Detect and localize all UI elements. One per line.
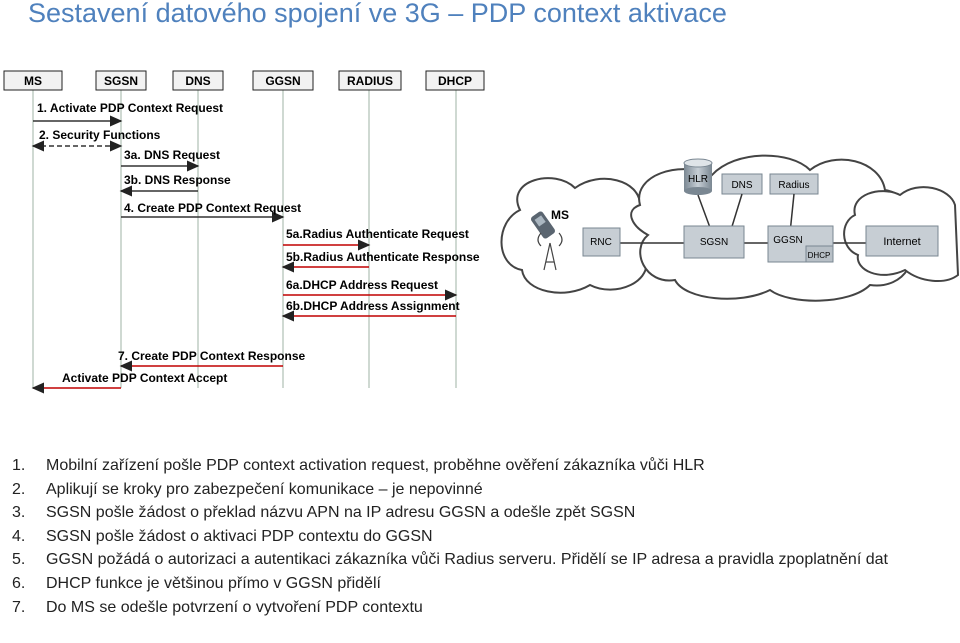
svg-text:DNS: DNS xyxy=(731,180,752,191)
dns-server: DNS xyxy=(721,173,763,195)
message-3b: 3b. DNS Response xyxy=(119,173,231,197)
svg-text:SGSN: SGSN xyxy=(104,74,138,88)
entity-sgsn: SGSN xyxy=(95,70,147,91)
step-item: 6.DHCP funkce je většinou přímo v GGSN p… xyxy=(12,574,381,592)
radius-server: Radius xyxy=(769,173,819,195)
svg-text:GGSN: GGSN xyxy=(773,235,802,246)
svg-text:1. Activate PDP Context Reques: 1. Activate PDP Context Request xyxy=(37,101,223,115)
mobile-phone-icon: MS xyxy=(530,208,569,239)
svg-text:HLR: HLR xyxy=(688,174,708,185)
step-item: 7.Do MS se odešle potvrzení o vytvoření … xyxy=(12,598,423,616)
sequence-diagram: MS SGSN DNS GGSN RADIUS DHCP xyxy=(3,70,485,394)
message-6b: 6b.DHCP Address Assignment xyxy=(281,299,460,322)
svg-text:Internet: Internet xyxy=(883,236,920,248)
message-4: 4. Create PDP Context Request xyxy=(121,201,301,223)
steps-list: 1.Mobilní zařízení pošle PDP context act… xyxy=(12,454,952,619)
message-accept: Activate PDP Context Accept xyxy=(31,371,227,394)
svg-text:7. Create PDP Context Response: 7. Create PDP Context Response xyxy=(118,349,305,363)
svg-text:5a.Radius Authenticate Request: 5a.Radius Authenticate Request xyxy=(286,227,469,241)
entity-dns: DNS xyxy=(172,70,224,91)
svg-text:RNC: RNC xyxy=(590,237,612,248)
ggsn-node: GGSN DHCP xyxy=(767,225,834,263)
svg-text:5b.Radius Authenticate Respons: 5b.Radius Authenticate Response xyxy=(286,250,480,264)
svg-text:GGSN: GGSN xyxy=(265,74,300,88)
svg-text:4. Create PDP Context Request: 4. Create PDP Context Request xyxy=(124,201,301,215)
svg-text:RADIUS: RADIUS xyxy=(347,74,393,88)
internet-node: Internet xyxy=(865,225,939,257)
step-item: 2.Aplikují se kroky pro zabezpečení komu… xyxy=(12,480,483,498)
svg-text:Radius: Radius xyxy=(778,180,809,191)
diagram-canvas: MS SGSN DNS GGSN RADIUS DHCP xyxy=(3,70,960,394)
message-3a: 3a. DNS Request xyxy=(121,148,220,172)
message-7: 7. Create PDP Context Response xyxy=(118,349,305,372)
lifelines xyxy=(32,90,457,388)
hlr-database: HLR xyxy=(683,158,713,195)
network-diagram: HLR DNS Radius R xyxy=(500,154,960,302)
step-item: 4.SGSN pošle žádost o aktivaci PDP conte… xyxy=(12,527,433,545)
message-1: 1. Activate PDP Context Request xyxy=(33,101,223,127)
cloud-radio xyxy=(500,177,662,294)
message-2: 2. Security Functions xyxy=(31,128,161,152)
svg-text:MS: MS xyxy=(24,74,42,88)
message-5a: 5a.Radius Authenticate Request xyxy=(283,227,469,251)
svg-text:6b.DHCP Address Assignment: 6b.DHCP Address Assignment xyxy=(286,299,460,313)
svg-text:DNS: DNS xyxy=(185,74,210,88)
message-5b: 5b.Radius Authenticate Response xyxy=(281,250,480,273)
step-item: 1.Mobilní zařízení pošle PDP context act… xyxy=(12,457,705,474)
rnc-node: RNC xyxy=(582,227,621,257)
svg-text:3a. DNS Request: 3a. DNS Request xyxy=(124,148,220,162)
antenna-tower-icon xyxy=(537,232,563,271)
entity-dhcp: DHCP xyxy=(425,70,485,91)
svg-text:DHCP: DHCP xyxy=(438,74,472,88)
entity-ggsn: GGSN xyxy=(252,70,314,91)
message-6a: 6a.DHCP Address Request xyxy=(283,278,458,301)
svg-text:SGSN: SGSN xyxy=(700,237,728,248)
step-item: 3.SGSN pošle žádost o překlad názvu APN … xyxy=(12,504,636,522)
svg-text:Activate PDP Context Accept: Activate PDP Context Accept xyxy=(62,371,227,385)
svg-text:MS: MS xyxy=(551,208,569,222)
svg-text:6a.DHCP Address Request: 6a.DHCP Address Request xyxy=(286,278,438,292)
svg-text:2. Security Functions: 2. Security Functions xyxy=(39,128,161,142)
svg-text:DHCP: DHCP xyxy=(808,251,831,260)
svg-text:3b. DNS Response: 3b. DNS Response xyxy=(124,173,231,187)
entity-radius: RADIUS xyxy=(338,70,402,91)
slide-title: Sestavení datového spojení ve 3G – PDP c… xyxy=(28,0,727,28)
entity-ms: MS xyxy=(3,70,63,91)
step-item: 5.GGSN požádá o autorizaci a autentikaci… xyxy=(12,551,888,569)
sgsn-node: SGSN xyxy=(683,225,745,259)
